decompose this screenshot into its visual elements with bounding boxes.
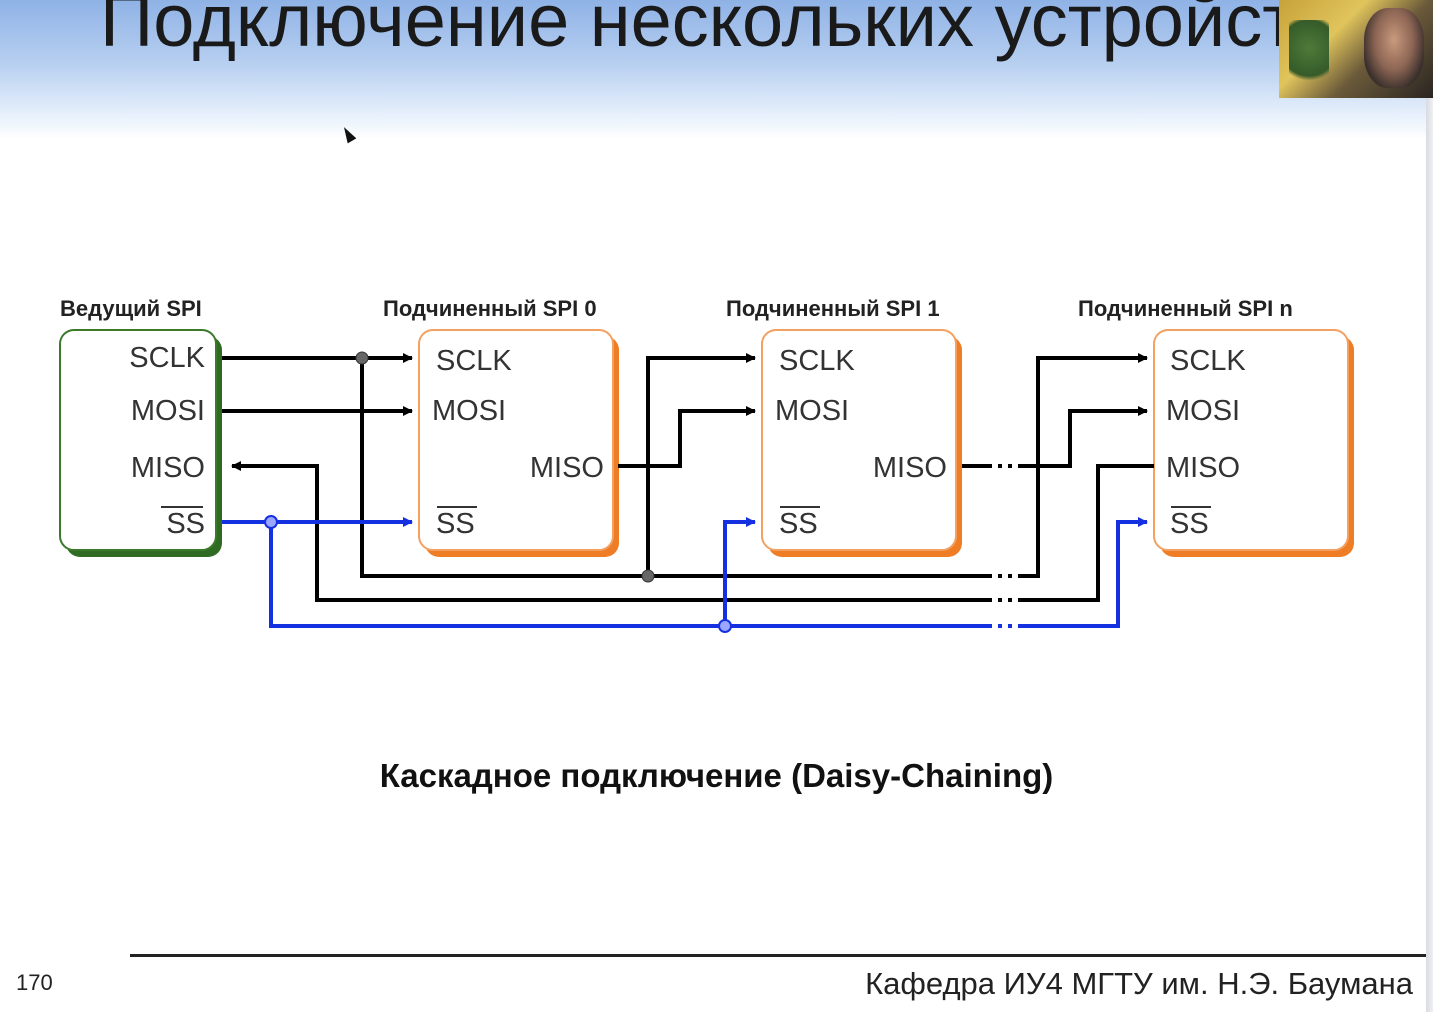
slave-1-miso-label: MISO (873, 452, 947, 484)
sclk-bus-junction-dot (641, 569, 655, 583)
footer-divider (130, 954, 1426, 957)
slide-title: Подключение нескольких устройст (100, 0, 1297, 62)
slave-n-title: Подчиненный SPI n (1078, 296, 1293, 321)
ss-bus-wire (269, 522, 988, 628)
master-block (59, 329, 222, 557)
sclk-junction-dot (355, 351, 369, 365)
slave-n-miso-label: MISO (1166, 452, 1240, 484)
master-title: Ведущий SPI (60, 296, 202, 321)
slave-1-sclk-label: SCLK (779, 345, 855, 377)
slave-0-block (418, 329, 619, 557)
slave-1-block (761, 329, 962, 557)
title-bar (0, 0, 1433, 140)
slave-n-mosi-label: MOSI (1166, 395, 1240, 427)
miso0-to-mosi1-wire (618, 406, 756, 468)
diagram-caption: Каскадное подключение (Daisy-Chaining) (379, 757, 1054, 794)
slave-0-ss-label: SS (436, 508, 475, 540)
master-miso-label: MISO (131, 452, 205, 484)
slave-0-mosi-label: MOSI (432, 395, 506, 427)
ss-wires (222, 517, 1148, 628)
ss-junction-dot (264, 515, 278, 529)
master-mosi-label: MOSI (131, 395, 205, 427)
slave-1-mosi-label: MOSI (775, 395, 849, 427)
ss-wire-to-slave-n (1020, 517, 1148, 628)
ss-wire-to-slave-1 (723, 517, 756, 626)
slave-0-title: Подчиненный SPI 0 (383, 296, 597, 321)
ss-bus-junction-dot (718, 619, 732, 633)
dotted-continuations (988, 464, 1022, 602)
department-footer: Кафедра ИУ4 МГТУ им. Н.Э. Баумана (865, 966, 1413, 1001)
miso-return-to-master-wire (231, 461, 988, 602)
master-ss-label: SS (166, 508, 205, 540)
mosi-wire-to-slave-n (1022, 406, 1148, 468)
master-sclk-label: SCLK (129, 342, 205, 374)
slave-0-sclk-label: SCLK (436, 345, 512, 377)
sclk-bus-wire (360, 358, 988, 578)
slave-n-ss-label: SS (1170, 508, 1209, 540)
miso-n-return-wire (1020, 464, 1154, 602)
sclk-wire-to-slave-1 (646, 353, 756, 576)
window-edge (1426, 98, 1433, 1012)
page-number: 170 (16, 970, 53, 995)
slave-n-block (1153, 329, 1354, 557)
webcam-person (1364, 8, 1424, 88)
slave-1-ss-label: SS (779, 508, 818, 540)
slave-1-title: Подчиненный SPI 1 (726, 296, 940, 321)
webcam-thumbnail (1279, 0, 1433, 98)
slave-0-miso-label: MISO (530, 452, 604, 484)
slave-n-sclk-label: SCLK (1170, 345, 1246, 377)
webcam-plant (1289, 20, 1329, 90)
signal-wires (222, 353, 1154, 602)
